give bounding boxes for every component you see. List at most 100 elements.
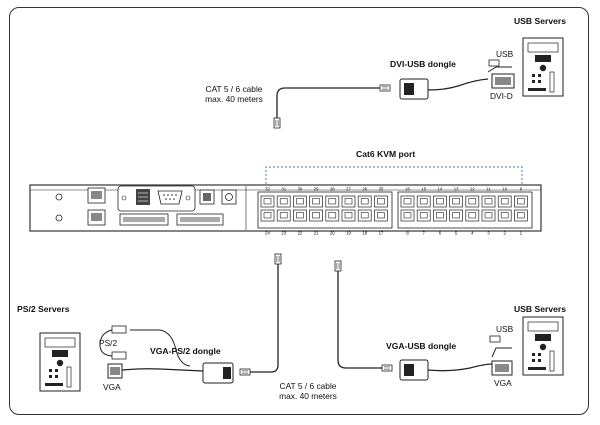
- usb-top-label: USB: [496, 49, 514, 59]
- kvm-port: [357, 195, 372, 208]
- port-number-bottom: 5: [455, 231, 458, 236]
- port-number-bottom: 20: [330, 231, 335, 236]
- kvm-port: [341, 209, 356, 222]
- port-number-top: 16: [405, 187, 410, 192]
- console-panel: [117, 185, 196, 212]
- dvi-d-label: DVI-D: [490, 91, 513, 101]
- port-number-bottom: 3: [487, 231, 490, 236]
- port-number-top: 25: [379, 187, 384, 192]
- kvm-port: [497, 195, 512, 208]
- kvm-port: [260, 195, 275, 208]
- port-number-top: 26: [362, 187, 367, 192]
- cat6-kvm-port-label: Cat6 KVM port: [356, 149, 416, 159]
- port-number-top: 32: [265, 187, 270, 192]
- vga-ps2-dongle-label: VGA-PS/2 dongle: [150, 346, 221, 356]
- kvm-port: [260, 209, 275, 222]
- usb-port-icon: [199, 189, 215, 205]
- port-number-bottom: 8: [406, 231, 409, 236]
- port-number-bottom: 18: [362, 231, 367, 236]
- ps2-label: PS/2: [99, 338, 118, 348]
- kvm-port: [449, 209, 463, 222]
- port-number-top: 29: [314, 187, 319, 192]
- port-number-top: 31: [281, 187, 286, 192]
- cat-cable-bottom-line1: CAT 5 / 6 cable: [279, 381, 337, 391]
- kvm-port: [400, 209, 415, 222]
- kvm-port: [357, 209, 372, 222]
- dvi-usb-dongle-label: DVI-USB dongle: [390, 59, 456, 69]
- port-number-bottom: 2: [504, 231, 507, 236]
- vga-usb-dongle-label: VGA-USB dongle: [386, 341, 457, 351]
- kvm-port: [416, 195, 431, 208]
- cat-cable-bottom-line2: max. 40 meters: [279, 391, 337, 401]
- kvm-port: [374, 209, 388, 222]
- kvm-port: [374, 195, 388, 208]
- kvm-port: [276, 209, 291, 222]
- power-socket-icon: [221, 189, 237, 205]
- port-number-top: 11: [486, 187, 491, 192]
- port-number-bottom: 6: [439, 231, 442, 236]
- kvm-port-bracket: [265, 166, 523, 184]
- port-number-top: 15: [421, 187, 426, 192]
- port-number-bottom: 7: [423, 231, 426, 236]
- kvm-port: [514, 209, 528, 222]
- cat-cable-bottom-right: [334, 260, 393, 372]
- port-number-top: 13: [454, 187, 459, 192]
- usb-servers-top-label: USB Servers: [513, 16, 567, 26]
- port-number-bottom: 21: [314, 231, 319, 236]
- kvm-port: [481, 195, 496, 208]
- kvm-port: [276, 195, 291, 208]
- usb-servers-bottom-label: USB Servers: [513, 304, 567, 314]
- port-number-bottom: 23: [281, 231, 286, 236]
- vga-ps2-dongle: [99, 325, 234, 384]
- port-number-bottom: 1: [520, 231, 523, 236]
- port-number-top: 14: [438, 187, 443, 192]
- kvm-port: [465, 209, 480, 222]
- kvm-port: [497, 209, 512, 222]
- port-number-bottom: 24: [265, 231, 270, 236]
- port-number-bottom: 19: [346, 231, 351, 236]
- kvm-port: [325, 209, 340, 222]
- usb-server-tower-bottom: [522, 316, 564, 376]
- vga-right-label: VGA: [494, 378, 512, 388]
- port-number-top: 10: [502, 187, 507, 192]
- cat-cable-bottom-left: [239, 253, 282, 376]
- cat-cable-top-line1: CAT 5 / 6 cable: [205, 84, 263, 94]
- port-number-bottom: 4: [471, 231, 474, 236]
- kvm-port: [481, 209, 496, 222]
- dvi-usb-dongle: [399, 59, 515, 100]
- db-connector-icon: [119, 213, 224, 226]
- kvm-port: [293, 195, 307, 208]
- kvm-port: [325, 195, 340, 208]
- kvm-switch-unit: 3224312330222921282027192618251716815714…: [29, 184, 542, 236]
- ps2-servers-label: PS/2 Servers: [17, 304, 70, 314]
- port-number-top: 28: [330, 187, 335, 192]
- port-number-top: 30: [298, 187, 303, 192]
- kvm-port: [309, 209, 323, 222]
- kvm-port: [341, 195, 356, 208]
- kvm-port: [449, 195, 463, 208]
- kvm-port: [514, 195, 528, 208]
- vga-usb-dongle: [399, 335, 513, 381]
- usb-bottom-label: USB: [496, 324, 514, 334]
- kvm-port: [416, 209, 431, 222]
- port-number-top: 9: [520, 187, 523, 192]
- lan-port-icon: [87, 187, 106, 226]
- ps2-server-tower: [39, 332, 81, 392]
- kvm-port: [309, 195, 323, 208]
- kvm-port: [465, 195, 480, 208]
- usb-server-tower-top: [522, 37, 564, 97]
- diagram-frame: [9, 7, 589, 415]
- port-number-bottom: 17: [379, 231, 384, 236]
- kvm-port: [400, 195, 415, 208]
- cat-cable-top-line2: max. 40 meters: [205, 94, 263, 104]
- port-number-top: 12: [470, 187, 475, 192]
- kvm-port: [433, 195, 447, 208]
- port-number-top: 27: [346, 187, 351, 192]
- kvm-port: [293, 209, 307, 222]
- rack-ear-screw-icon: [55, 193, 63, 222]
- vga-left-label: VGA: [103, 382, 121, 392]
- port-number-bottom: 22: [298, 231, 303, 236]
- cat-cable-top: [273, 84, 391, 129]
- kvm-port: [433, 209, 447, 222]
